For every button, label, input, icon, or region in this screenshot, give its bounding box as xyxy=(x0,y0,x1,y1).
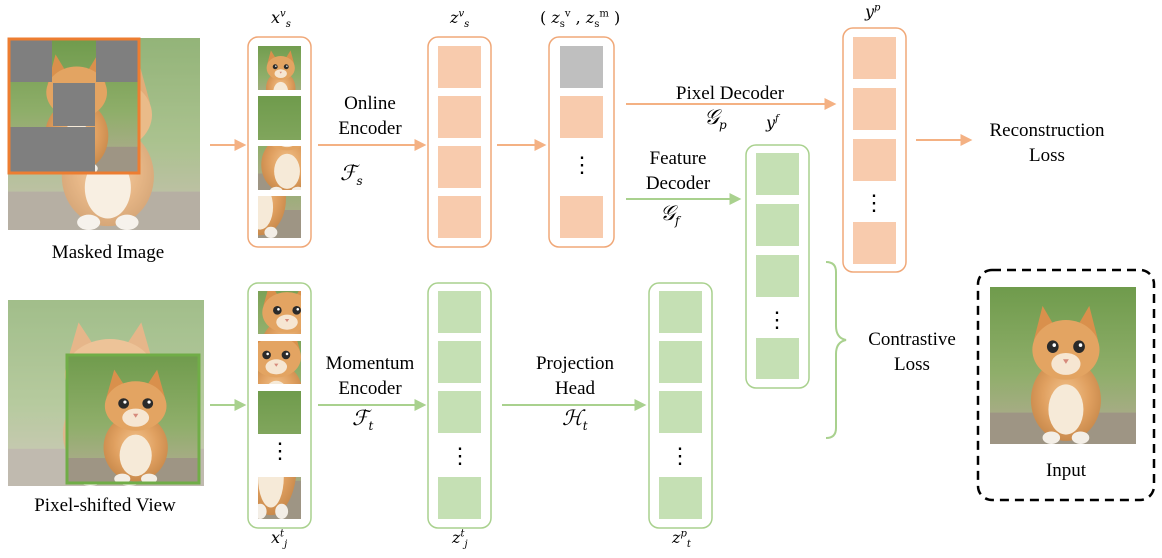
pixel-shifted-image xyxy=(8,300,204,486)
reconstruction-loss-label: Reconstruction Loss xyxy=(989,120,1105,166)
projection-head-symbol: ℋt xyxy=(562,406,588,434)
ellipsis-x-j-t: ⋮ xyxy=(269,438,291,463)
shifted-view-frame xyxy=(65,353,201,485)
ellipsis-y-f: ⋮ xyxy=(766,307,788,332)
column-y-p xyxy=(842,27,907,273)
ellipsis-y-p: ⋮ xyxy=(863,190,885,215)
feature-decoder-label: Feature Decoder xyxy=(645,148,711,194)
column-x-s-v xyxy=(247,36,312,248)
momentum-encoder-symbol: ℱt xyxy=(352,406,374,434)
input-label: Input xyxy=(1045,460,1087,481)
projection-head-label: Projection Head xyxy=(535,353,615,399)
z-s-v-symbol: zvs xyxy=(450,8,470,31)
column-z-s-v xyxy=(427,36,492,248)
masked-image-label: Masked Image xyxy=(51,242,165,263)
feature-decoder-symbol: 𝒢f xyxy=(660,201,680,229)
column-z-j-t xyxy=(427,282,492,529)
masked-image xyxy=(7,37,200,230)
z-pair-symbol: ( zsv , zsm ) xyxy=(540,8,621,31)
y-p-symbol: yp xyxy=(865,2,881,21)
y-f-symbol: yf xyxy=(766,113,779,132)
z-j-t-symbol: ztj xyxy=(452,528,468,551)
contrastive-loss-label: Contrastive Loss xyxy=(868,329,956,375)
column-y-f xyxy=(745,144,810,389)
pixel-decoder-symbol: 𝒢p xyxy=(704,105,727,133)
column-z-t-p xyxy=(648,282,713,529)
online-encoder-symbol: ℱs xyxy=(340,161,363,189)
online-encoder-label: Online Encoder xyxy=(338,93,402,139)
z-t-p-symbol: zpt xyxy=(672,528,691,551)
pixel-shifted-view-label: Pixel-shifted View xyxy=(34,495,176,516)
contrastive-brace xyxy=(825,261,847,439)
momentum-encoder-label: Momentum Encoder xyxy=(325,353,415,399)
ellipsis-z-j-t: ⋮ xyxy=(449,443,471,468)
column-z-pair xyxy=(548,36,615,248)
column-x-j-t xyxy=(247,282,312,529)
x-j-t-symbol: xtj xyxy=(271,528,288,551)
pixel-decoder-label: Pixel Decoder xyxy=(675,83,785,104)
input-box xyxy=(976,268,1156,502)
mask-patches xyxy=(10,40,138,172)
ellipsis-z-t-p: ⋮ xyxy=(669,443,691,468)
x-s-v-symbol: xvs xyxy=(271,8,291,31)
input-image xyxy=(990,287,1136,444)
ellipsis-z-pair: ⋮ xyxy=(571,152,593,177)
masked-region-frame xyxy=(7,37,141,175)
